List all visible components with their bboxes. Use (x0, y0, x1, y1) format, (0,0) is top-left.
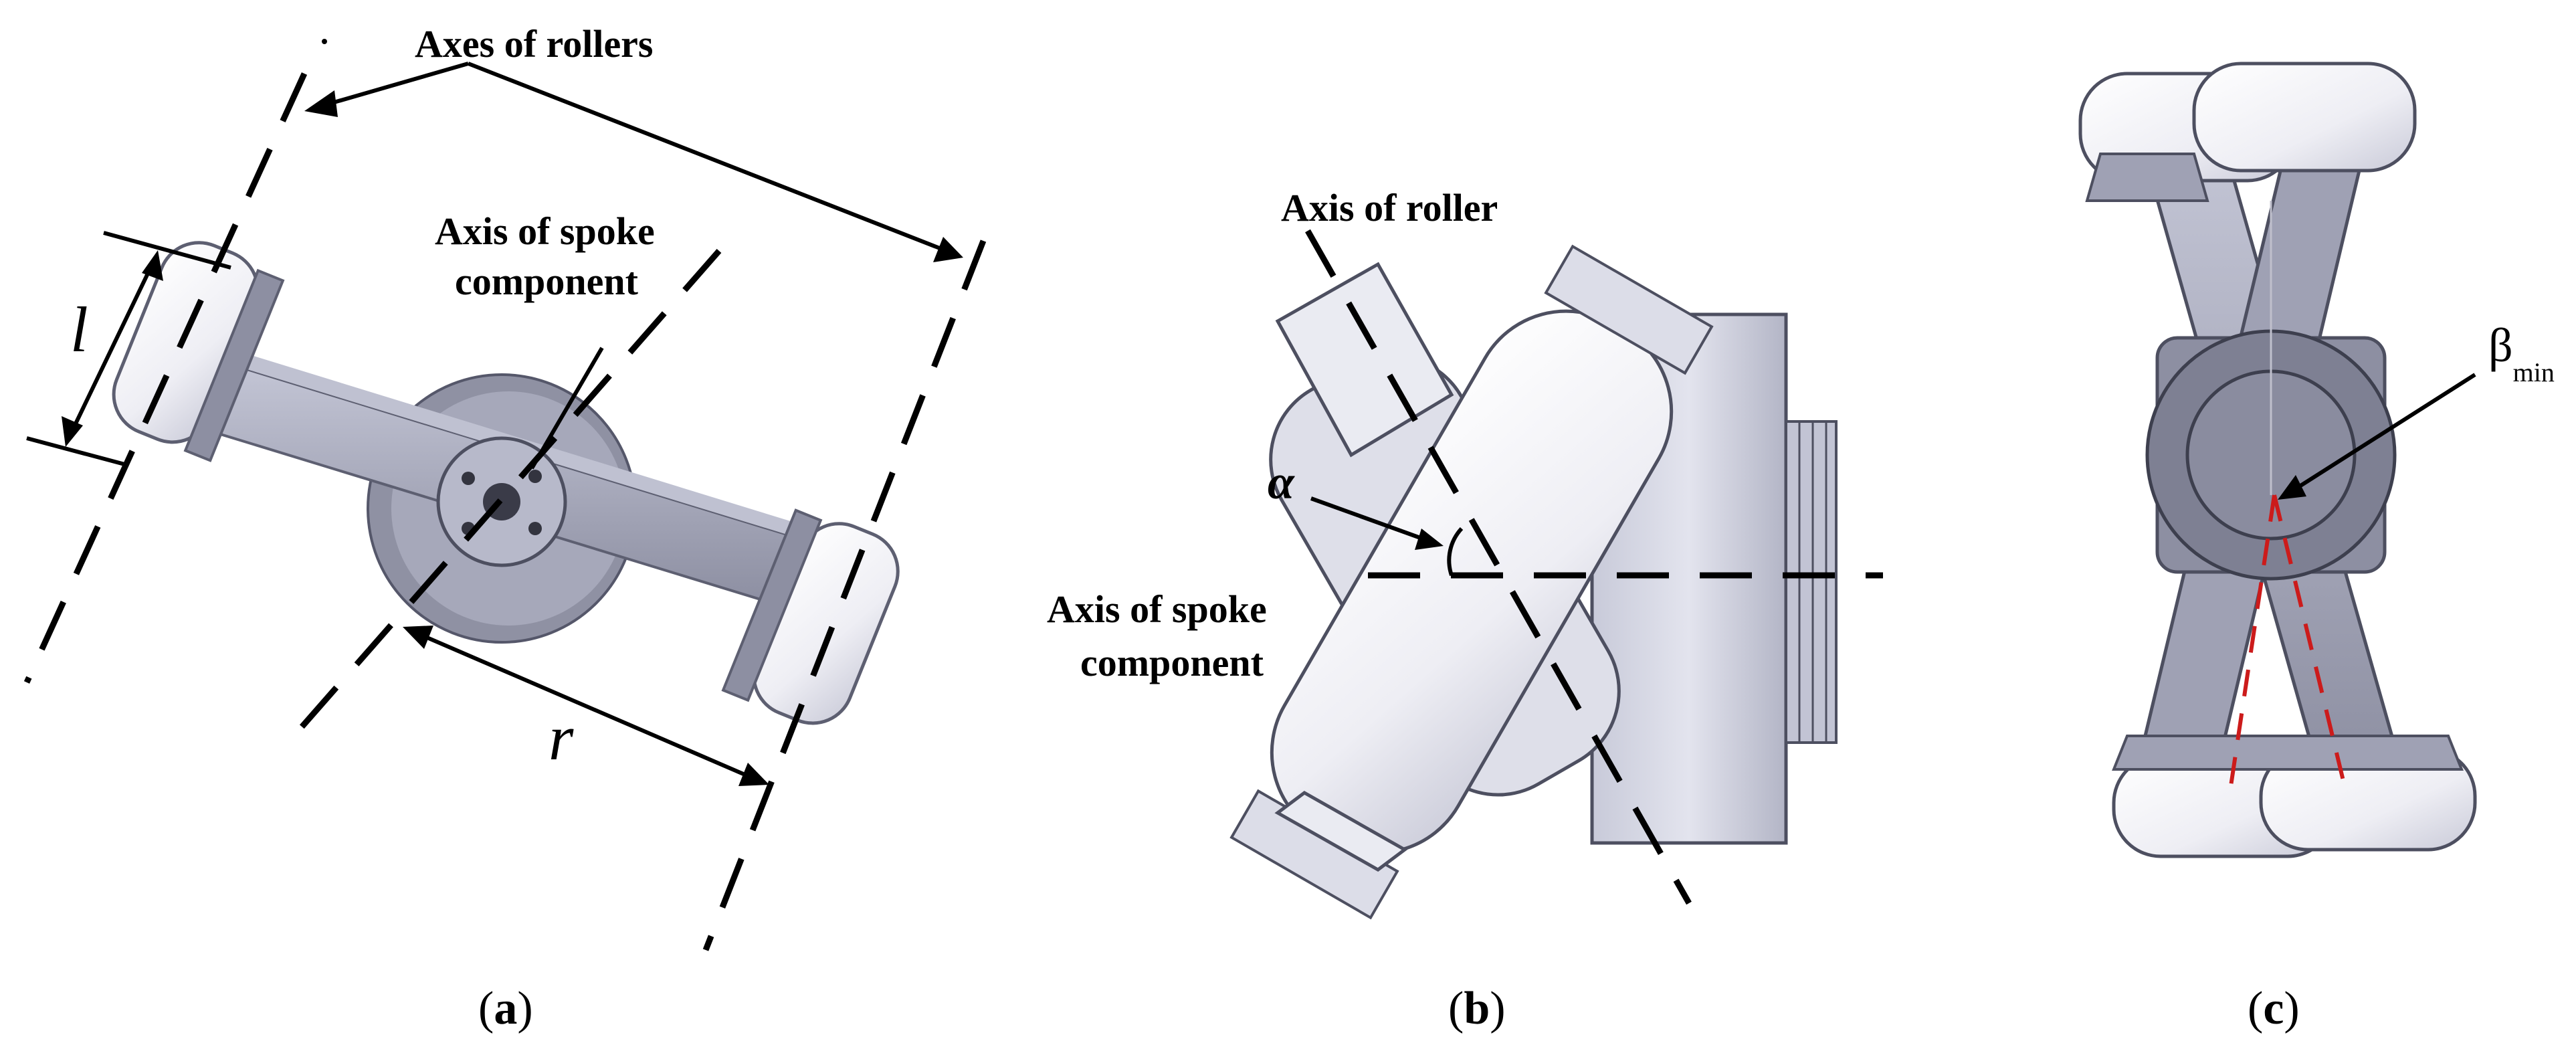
alpha-leader (1310, 496, 1433, 544)
label-axis-spoke-line1: Axis of spoke (1047, 587, 1267, 631)
caption-c: (c) (2248, 983, 2300, 1034)
roller-axis-line (1305, 229, 1692, 905)
leader-arrow-right (467, 62, 948, 253)
leader-arrow-left (317, 62, 469, 109)
arrowhead (304, 90, 338, 117)
angle-alpha-arc (1447, 527, 1464, 576)
symbol-r: r (549, 702, 574, 773)
dim-l-ext-bottom (26, 436, 128, 467)
panel-b: Axis of roller Axis of spoke component α… (1047, 186, 1883, 1034)
dim-l-line (68, 260, 156, 436)
beta-leader (2290, 373, 2476, 494)
dim-r-line (413, 630, 757, 781)
arrowhead (933, 237, 963, 262)
label-axis-spoke-line1: Axis of spoke (435, 209, 655, 253)
hub-bolt (528, 522, 542, 535)
roller-side-illustration (1229, 244, 1838, 920)
dim-l-ext-top (103, 231, 231, 270)
label-axis-spoke-line2: component (1080, 641, 1264, 684)
spoke-leader (530, 347, 604, 470)
label-axis-of-roller: Axis of roller (1281, 186, 1498, 229)
wheel-front-illustration (2078, 62, 2477, 858)
caption-b: (b) (1448, 983, 1506, 1034)
arrowhead (62, 416, 83, 447)
arrowhead (2278, 475, 2306, 500)
roller-bottom (2112, 735, 2477, 858)
arrowhead (1415, 529, 1444, 550)
arrowhead (738, 763, 769, 786)
bracket-bottom (1274, 791, 1408, 872)
label-axis-spoke-line2: component (455, 260, 639, 303)
hub-flange (1785, 420, 1838, 744)
roller-top (2078, 62, 2417, 202)
hub-bolt (528, 470, 542, 483)
beta-line-2 (2272, 494, 2347, 787)
beta-line-1 (2229, 494, 2276, 787)
roller-axis-line-left (23, 72, 308, 684)
symbol-beta: βmin (2488, 318, 2555, 387)
label-axes-of-rollers: Axes of rollers (415, 22, 654, 66)
roller-front (1229, 244, 1714, 920)
symbol-alpha: α (1268, 456, 1295, 509)
arrowhead (142, 250, 163, 281)
arrowhead (403, 626, 433, 649)
panel-a: Axes of rollers Axis of spoke component … (23, 22, 987, 1034)
caption-a: (a) (478, 983, 533, 1034)
roller-left (112, 241, 285, 462)
hub-bolt (462, 472, 475, 485)
panel-c: βmin (c) (2078, 62, 2555, 1034)
dot-marker (322, 39, 327, 44)
roller-axis-line-right (702, 240, 987, 951)
spoke-assembly-illustration (112, 241, 900, 725)
symbol-l: l (70, 294, 88, 365)
spoke-axis-line (288, 249, 722, 741)
roller-right (721, 508, 900, 725)
